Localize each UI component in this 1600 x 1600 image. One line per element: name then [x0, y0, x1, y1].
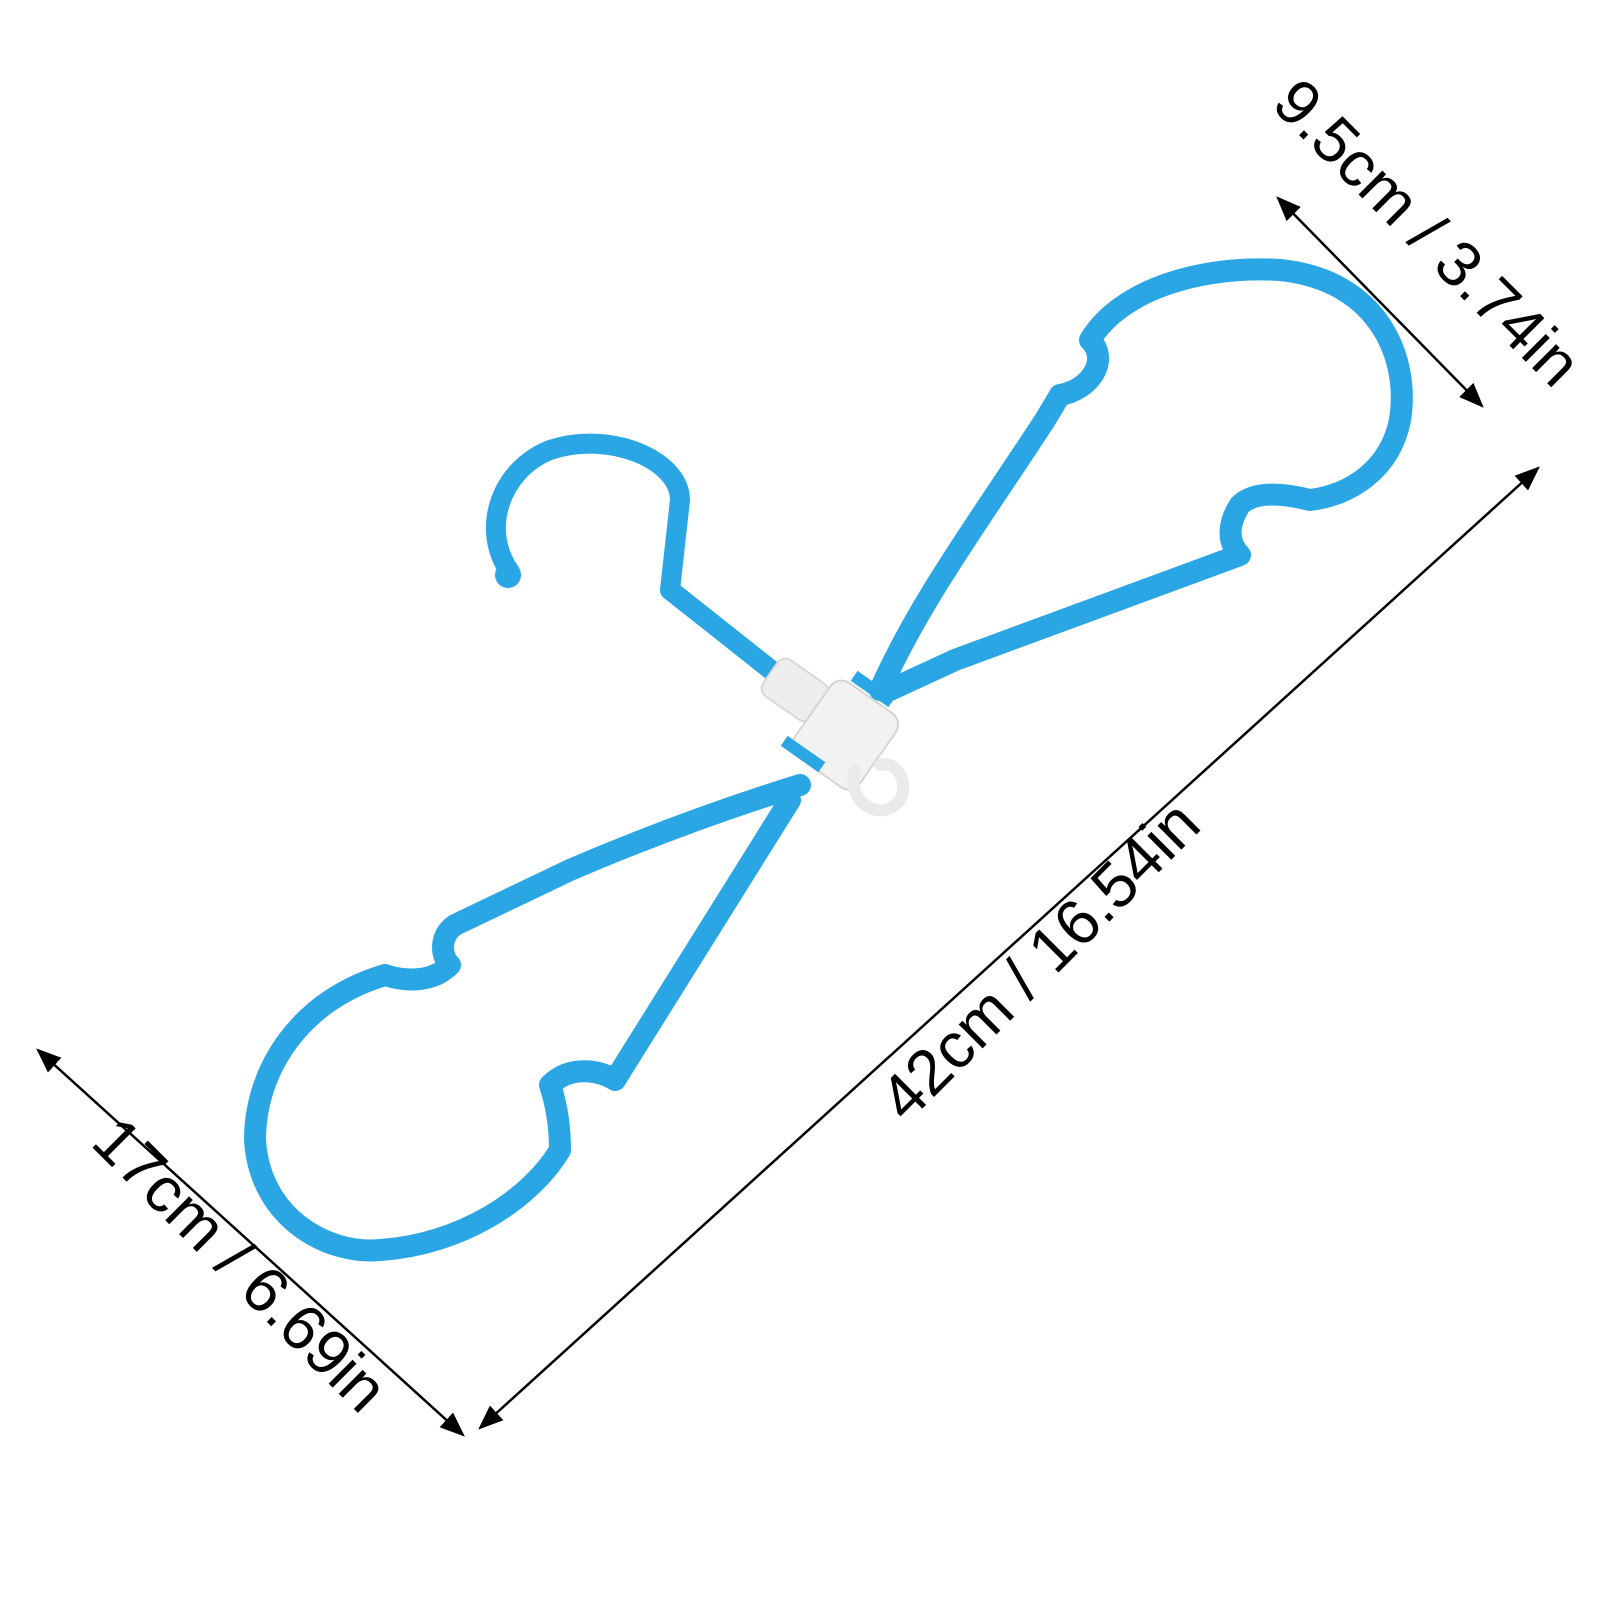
dimension-label-diagonal: 42cm / 16.54in [866, 787, 1214, 1135]
dimension-line-top-right [1276, 196, 1484, 408]
hook-tip [495, 562, 521, 588]
hanger-upper-loop [869, 258, 1413, 701]
dimension-line-diagonal [478, 466, 1540, 1430]
dimension-lines [36, 196, 1540, 1437]
dimension-label-bottom-left: 17cm / 6.69in [79, 1103, 402, 1426]
dimension-line-bottom-left [36, 1048, 465, 1437]
hanger-lower-loop [244, 774, 811, 1262]
hanger-illustration [244, 258, 1413, 1262]
hanger-hook [485, 433, 800, 695]
